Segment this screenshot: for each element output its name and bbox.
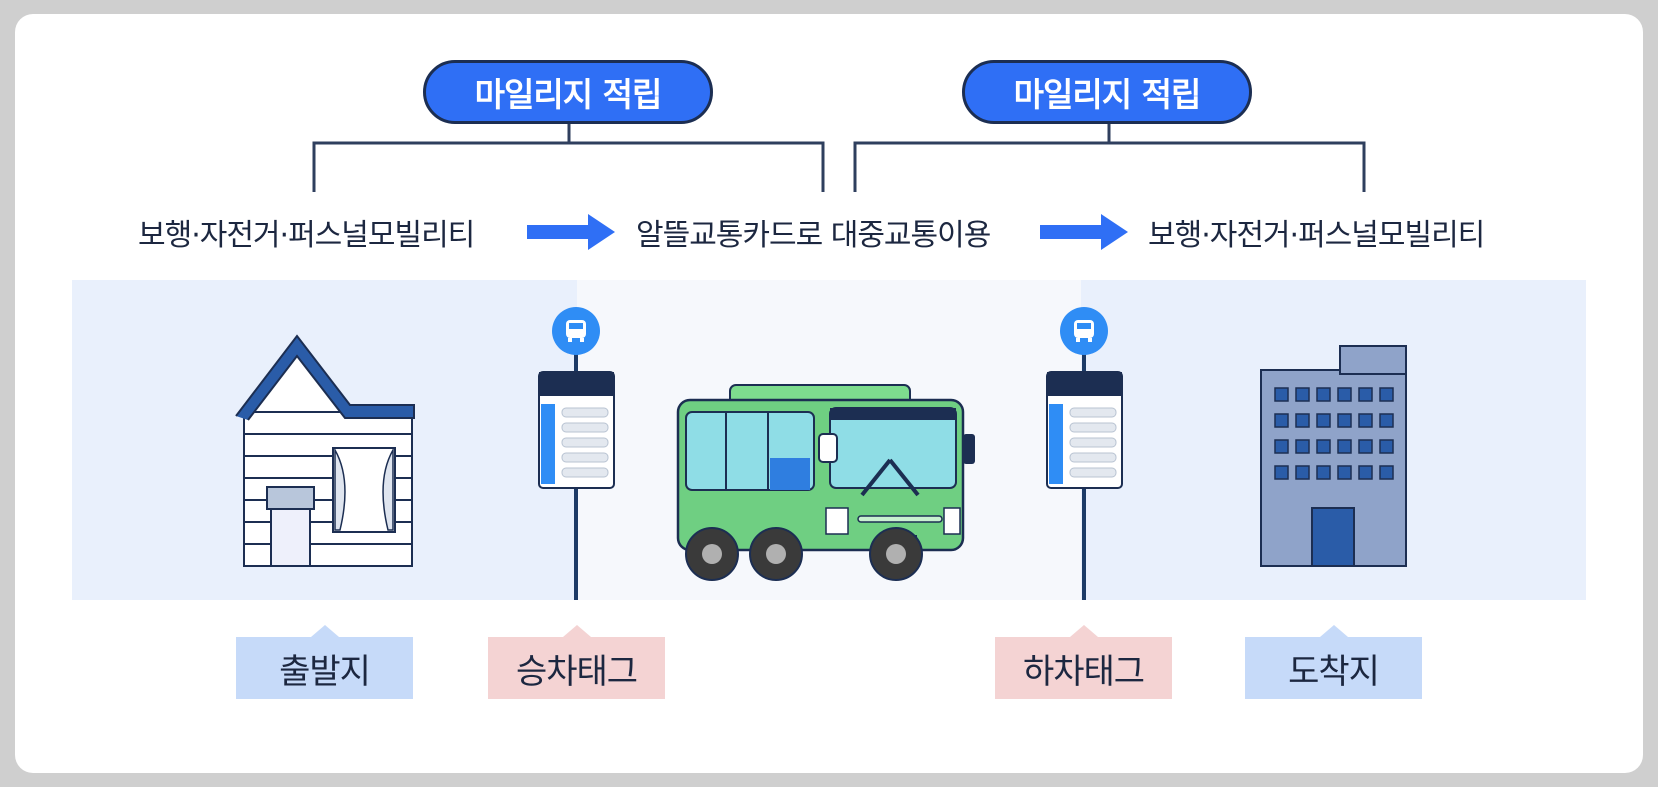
building-window — [1379, 387, 1394, 402]
left-bracket — [312, 124, 825, 192]
tag-destination: 도착지 — [1245, 625, 1422, 699]
building-window — [1295, 413, 1310, 428]
building-window — [1295, 465, 1310, 480]
bus-stop-board-icon — [1046, 307, 1123, 600]
mileage-badge-left: 마일리지 적립 — [423, 60, 713, 124]
bus-icon — [676, 384, 975, 581]
tag-alight-label: 하차태그 — [1022, 651, 1145, 692]
building-window — [1358, 387, 1373, 402]
building-window — [1337, 387, 1352, 402]
building-window — [1337, 465, 1352, 480]
bus-stop-board-icon — [538, 307, 615, 600]
building-window — [1295, 387, 1310, 402]
building-window — [1274, 387, 1289, 402]
building-window — [1316, 387, 1331, 402]
flow-step-walk-start: 보행·자전거·퍼스널모빌리티 — [138, 218, 475, 253]
building-window — [1379, 439, 1394, 454]
building-window — [1379, 413, 1394, 428]
tag-origin-label: 출발지 — [279, 651, 371, 692]
building-icon — [1260, 345, 1407, 567]
tag-pointer — [1319, 625, 1348, 637]
tag-pointer — [562, 625, 591, 637]
tag-alight: 하차태그 — [995, 625, 1172, 699]
building-window — [1274, 465, 1289, 480]
right-bracket — [853, 124, 1366, 192]
tag-origin: 출발지 — [236, 625, 413, 699]
building-window — [1358, 439, 1373, 454]
building-window — [1337, 413, 1352, 428]
mileage-badge-right: 마일리지 적립 — [962, 60, 1252, 124]
tag-board-label: 승차태그 — [515, 651, 638, 692]
building-window — [1274, 413, 1289, 428]
tag-pointer — [1069, 625, 1098, 637]
flow-step-walk-end: 보행·자전거·퍼스널모빌리티 — [1148, 218, 1485, 253]
building-window — [1358, 465, 1373, 480]
tag-destination-label: 도착지 — [1288, 651, 1380, 692]
tag-board: 승차태그 — [488, 625, 665, 699]
building-window — [1358, 413, 1373, 428]
building-window — [1316, 413, 1331, 428]
building-window — [1316, 439, 1331, 454]
house-icon — [235, 334, 415, 567]
tag-pointer — [310, 625, 339, 637]
arrow-right-icon — [527, 214, 615, 250]
flow-step-transit: 알뜰교통카드로 대중교통이용 — [636, 218, 991, 253]
building-window — [1379, 465, 1394, 480]
building-window — [1295, 439, 1310, 454]
arrow-right-icon — [1040, 214, 1128, 250]
building-window — [1337, 439, 1352, 454]
building-window — [1316, 465, 1331, 480]
building-window — [1274, 439, 1289, 454]
